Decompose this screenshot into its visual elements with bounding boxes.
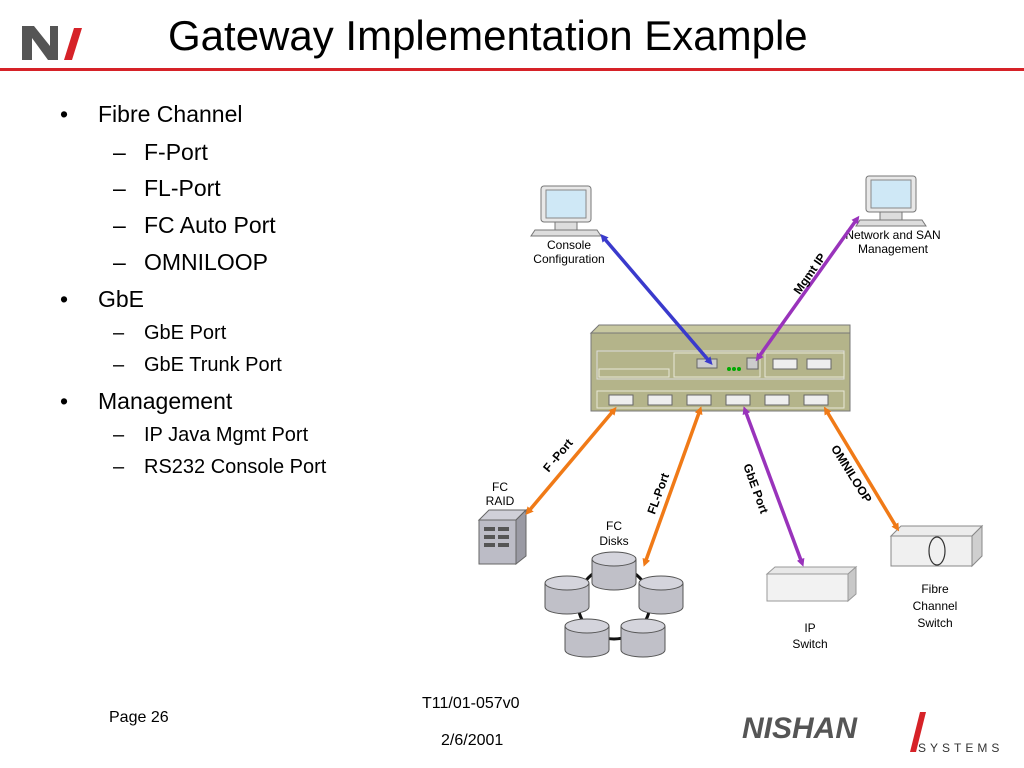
sub-bullet-text: FC Auto Port [144, 212, 276, 238]
page-number: Page 26 [109, 709, 169, 726]
management-monitor-icon [855, 175, 927, 227]
fl-port-label: FL-Port [644, 471, 672, 516]
bullet-glyph: • [60, 388, 69, 414]
document-id: T11/01-057v0 [422, 695, 520, 712]
mgmt-ip-label: Mgmt IP [791, 251, 829, 297]
console-link-arrow [600, 233, 713, 366]
ip-switch-icon [765, 565, 858, 603]
slide-title: Gateway Implementation Example [168, 12, 808, 59]
sub-bullet-text: F-Port [144, 139, 208, 165]
dash-glyph: – [113, 456, 125, 478]
brand-name: NISHAN [742, 712, 858, 745]
dash-glyph: – [113, 175, 126, 201]
dash-glyph: – [113, 354, 125, 376]
console-label-line1: Console [547, 238, 591, 252]
title-divider [0, 68, 1024, 71]
brand-sub: SYSTEMS [918, 741, 1003, 755]
network-mgmt-label-line1: Network and SAN [845, 228, 940, 242]
fc-disk-icon [564, 618, 610, 658]
dash-glyph: – [113, 424, 125, 446]
ip-switch-label-line2: Switch [792, 637, 827, 651]
fc-switch-label-line3: Switch [917, 616, 952, 630]
document-date: 2/6/2001 [441, 732, 504, 749]
fc-switch-label-line1: Fibre [921, 582, 949, 596]
bullet-text: GbE [98, 286, 145, 312]
fibre-channel-switch-icon [889, 524, 984, 568]
nishan-systems-logo: NISHAN SYSTEMS [742, 712, 1003, 755]
dash-glyph: – [113, 322, 125, 344]
gbe-port-link-arrow [742, 406, 805, 567]
sub-bullet-text: GbE Port [144, 322, 227, 344]
sub-bullet-text: RS232 Console Port [144, 456, 327, 478]
network-mgmt-label-line2: Management [858, 242, 929, 256]
sub-bullet-text: FL-Port [144, 175, 221, 201]
bullet-list: • Fibre Channel – F-Port – FL-Port – FC … [0, 0, 430, 520]
sub-bullet-text: IP Java Mgmt Port [144, 424, 309, 446]
brand-slash-icon [910, 712, 926, 752]
bullet-text: Management [98, 388, 233, 414]
fc-disk-icon [591, 551, 637, 591]
fc-disk-icon [638, 575, 684, 615]
dash-glyph: – [113, 139, 126, 165]
dash-glyph: – [113, 249, 126, 275]
console-monitor-icon [530, 185, 602, 237]
fc-raid-icon [477, 508, 528, 566]
mgmt-ip-link-arrow [755, 215, 860, 362]
fl-port-link-arrow [642, 406, 703, 567]
fc-raid-label-line2: RAID [486, 494, 515, 508]
ip-switch-label-line1: IP [804, 621, 815, 635]
sub-bullet-text: GbE Trunk Port [144, 354, 282, 376]
fc-disks-label-line1: FC [606, 519, 622, 533]
f-port-label: F -Port [540, 436, 576, 475]
console-label-line2: Configuration [533, 252, 604, 266]
sub-bullet-text: OMNILOOP [144, 249, 268, 275]
fc-disk-icon [544, 575, 590, 615]
fc-switch-label-line2: Channel [913, 599, 958, 613]
bullet-glyph: • [60, 286, 69, 312]
omniloop-link-arrow [823, 406, 900, 532]
f-port-link-arrow [525, 406, 617, 516]
bullet-glyph: • [60, 101, 69, 127]
fc-disks-label-line2: Disks [599, 534, 628, 548]
nishan-logo-mark [22, 26, 82, 60]
bullet-text: Fibre Channel [98, 101, 243, 127]
fc-disk-icon [620, 618, 666, 658]
gateway-chassis [589, 324, 851, 412]
dash-glyph: – [113, 212, 126, 238]
fc-raid-label-line1: FC [492, 480, 508, 494]
